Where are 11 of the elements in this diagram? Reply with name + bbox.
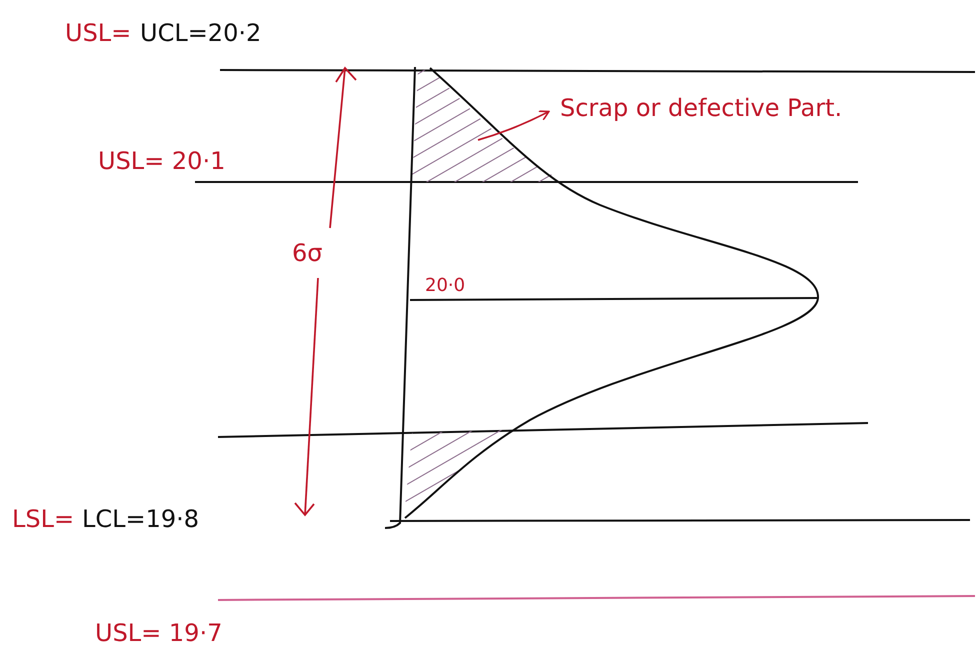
limit-label: UCL=20·2 xyxy=(140,20,262,46)
callout-text: Scrap or defective Part. xyxy=(560,95,842,122)
leader-line xyxy=(478,110,550,141)
limit-label: LCL=19·8 xyxy=(82,506,200,532)
limit-label: USL= 19·7 xyxy=(95,620,222,646)
limit-label: LSL= xyxy=(12,506,74,532)
limit-label: USL= 20·1 xyxy=(98,148,226,174)
hatched-tail xyxy=(404,430,503,518)
mean-label: 20·0 xyxy=(425,276,466,296)
sigma-label: 6σ xyxy=(292,240,322,266)
limit-label: USL= xyxy=(65,20,132,46)
